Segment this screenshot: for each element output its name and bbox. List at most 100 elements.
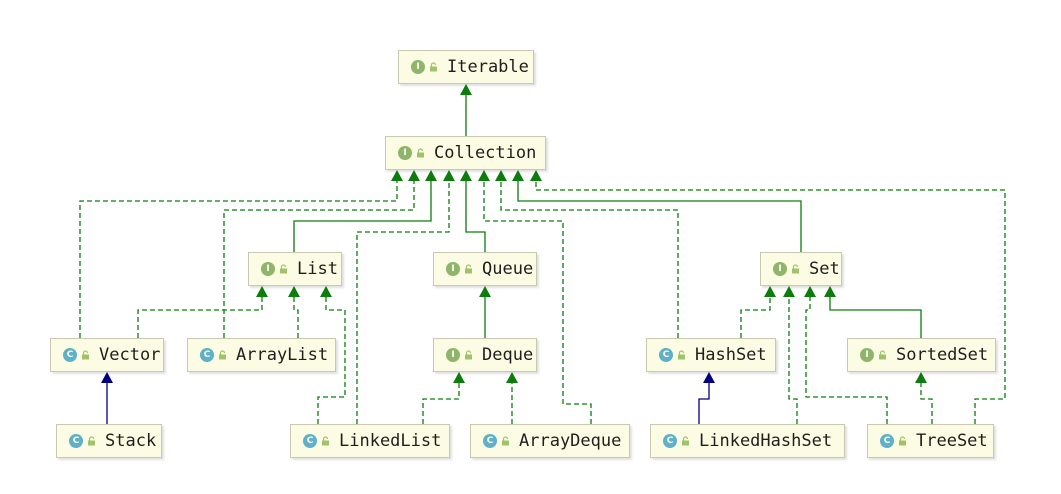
- edge-treeset-to-sortedset: [915, 372, 933, 424]
- node-hashset[interactable]: C HashSet: [646, 338, 776, 372]
- arrowhead: [453, 372, 465, 383]
- interface-icon: I: [398, 146, 412, 160]
- edge-treeset-to-set: [804, 286, 888, 424]
- arrowhead: [915, 372, 927, 383]
- class-icon: C: [63, 348, 77, 362]
- lock-icon: [430, 62, 437, 72]
- edge-stack-to-vector: [101, 372, 113, 424]
- lock-icon: [280, 264, 287, 274]
- arrowhead: [495, 170, 507, 181]
- node-label: Stack: [105, 431, 157, 451]
- lock-icon: [879, 350, 886, 360]
- node-sortedset[interactable]: I SortedSet: [847, 338, 996, 372]
- class-icon: C: [880, 434, 894, 448]
- edge-linkedhashset-to-set: [783, 286, 798, 424]
- arrowhead: [425, 170, 437, 181]
- node-label: Set: [809, 259, 840, 279]
- node-queue[interactable]: I Queue: [433, 252, 537, 286]
- node-linkedhashset[interactable]: C LinkedHashSet: [650, 424, 845, 458]
- edge-arraydeque-to-deque: [506, 372, 518, 424]
- lock-icon: [88, 436, 95, 446]
- arrowhead: [460, 84, 472, 95]
- edge-treeset-to-collection: [530, 170, 1006, 424]
- edge-hashset-to-collection: [495, 170, 679, 338]
- arrowhead: [408, 170, 420, 181]
- lock-icon: [899, 436, 906, 446]
- lock-icon: [678, 350, 685, 360]
- node-label: LinkedHashSet: [699, 431, 833, 451]
- interface-icon: I: [411, 60, 425, 74]
- edge-linkedhashset-to-hashset: [698, 372, 715, 424]
- edge-linkedlist-to-deque: [422, 372, 465, 424]
- node-set[interactable]: I Set: [760, 252, 842, 286]
- node-stack[interactable]: C Stack: [56, 424, 162, 458]
- node-label: Queue: [482, 259, 534, 279]
- class-icon: C: [663, 434, 677, 448]
- node-label: TreeSet: [916, 431, 988, 451]
- lock-icon: [219, 350, 226, 360]
- edge-collection-to-iterable: [460, 84, 472, 136]
- arrowhead: [478, 170, 490, 181]
- edge-hashset-to-set: [740, 286, 776, 338]
- node-arraydeque[interactable]: C ArrayDeque: [470, 424, 630, 458]
- edge-vector-to-list: [137, 286, 268, 338]
- edge-vector-to-collection: [79, 170, 403, 338]
- lock-icon: [417, 148, 424, 158]
- arrowhead: [443, 170, 455, 181]
- edge-linkedlist-to-collection: [356, 170, 455, 424]
- lock-icon: [682, 436, 689, 446]
- arrowhead: [391, 170, 403, 181]
- node-iterable[interactable]: I Iterable: [398, 50, 534, 84]
- node-label: SortedSet: [896, 345, 989, 365]
- arrowhead: [703, 372, 715, 383]
- node-arraylist[interactable]: C ArrayList: [187, 338, 336, 372]
- interface-icon: I: [446, 348, 460, 362]
- node-vector[interactable]: C Vector: [50, 338, 164, 372]
- interface-icon: I: [446, 262, 460, 276]
- arrowhead: [506, 372, 518, 383]
- lock-icon: [465, 264, 472, 274]
- arrowhead: [530, 170, 542, 181]
- arrowhead: [764, 286, 776, 297]
- node-label: Collection: [434, 143, 537, 163]
- arrowhead: [804, 286, 816, 297]
- interface-icon: I: [261, 262, 275, 276]
- node-treeset[interactable]: C TreeSet: [867, 424, 994, 458]
- edge-arraylist-to-collection: [223, 170, 420, 338]
- node-deque[interactable]: I Deque: [433, 338, 537, 372]
- edge-queue-to-collection: [460, 170, 486, 252]
- node-linkedlist[interactable]: C LinkedList: [290, 424, 450, 458]
- node-label: Iterable: [447, 57, 529, 77]
- arrowhead: [824, 286, 836, 297]
- arrowhead: [512, 170, 524, 181]
- node-label: Deque: [482, 345, 534, 365]
- class-icon: C: [200, 348, 214, 362]
- lock-icon: [322, 436, 329, 446]
- edge-arraydeque-to-collection: [478, 170, 592, 424]
- edge-list-to-collection: [293, 170, 437, 252]
- arrowhead: [460, 170, 472, 181]
- edge-deque-to-queue: [479, 286, 491, 338]
- node-collection[interactable]: I Collection: [385, 136, 546, 170]
- lock-icon: [465, 350, 472, 360]
- node-label: Vector: [99, 345, 161, 365]
- lock-icon: [82, 350, 89, 360]
- edge-set-to-collection: [512, 170, 802, 252]
- node-label: HashSet: [695, 345, 767, 365]
- lock-icon: [502, 436, 509, 446]
- node-list[interactable]: I List: [248, 252, 342, 286]
- arrowhead: [320, 286, 332, 297]
- class-icon: C: [483, 434, 497, 448]
- class-icon: C: [303, 434, 317, 448]
- interface-icon: I: [860, 348, 874, 362]
- class-icon: C: [659, 348, 673, 362]
- interface-icon: I: [773, 262, 787, 276]
- edge-arraylist-to-list: [288, 286, 300, 338]
- edge-linkedlist-to-list: [317, 286, 346, 424]
- arrowhead: [288, 286, 300, 297]
- node-label: ArrayDeque: [519, 431, 622, 451]
- arrowhead: [256, 286, 268, 297]
- edge-sortedset-to-set: [824, 286, 922, 338]
- node-label: LinkedList: [339, 431, 442, 451]
